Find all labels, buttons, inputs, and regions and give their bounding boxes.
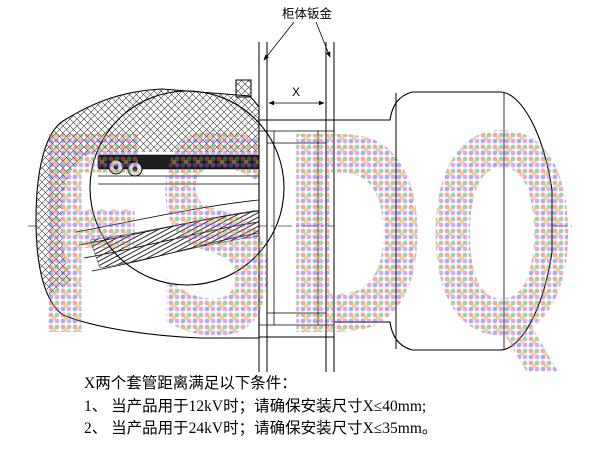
boot-hatch-section (36, 89, 259, 296)
sheet-metal-annotation: 柜体钣金 (263, 6, 333, 61)
screw-center-1 (113, 164, 119, 170)
test-point-cap (235, 79, 252, 98)
installation-notes: X两个套管距离满足以下条件： 1、 当产品用于12kV时；请确保安装尺寸X≤40… (84, 373, 437, 441)
cable-layer-1 (75, 199, 260, 233)
cabinet-plates (258, 42, 335, 372)
notes-item-2: 2、 当产品用于24kV时；请确保安装尺寸X≤35mm。 (84, 420, 438, 437)
right-bushing-outline (334, 91, 553, 351)
sheet-metal-label: 柜体钣金 (282, 6, 333, 21)
watermark-text: FSDQ (32, 81, 577, 397)
notes-item-1: 1、 当产品用于12kV时；请确保安装尺寸X≤40mm; (84, 397, 427, 415)
screw-center-2 (132, 166, 138, 172)
leader-line-left (263, 21, 295, 61)
right-bushing (334, 91, 553, 351)
middle-tube (259, 119, 334, 338)
watermark: FSDQ (32, 81, 577, 397)
left-connector (35, 79, 260, 339)
detail-circle (89, 90, 285, 286)
dimension-x-label: X (292, 85, 300, 99)
dimension-x: X (268, 85, 325, 106)
notes-title: X两个套管距离满足以下条件： (84, 375, 297, 392)
detail-section (75, 90, 285, 286)
leader-line-right (315, 21, 331, 58)
